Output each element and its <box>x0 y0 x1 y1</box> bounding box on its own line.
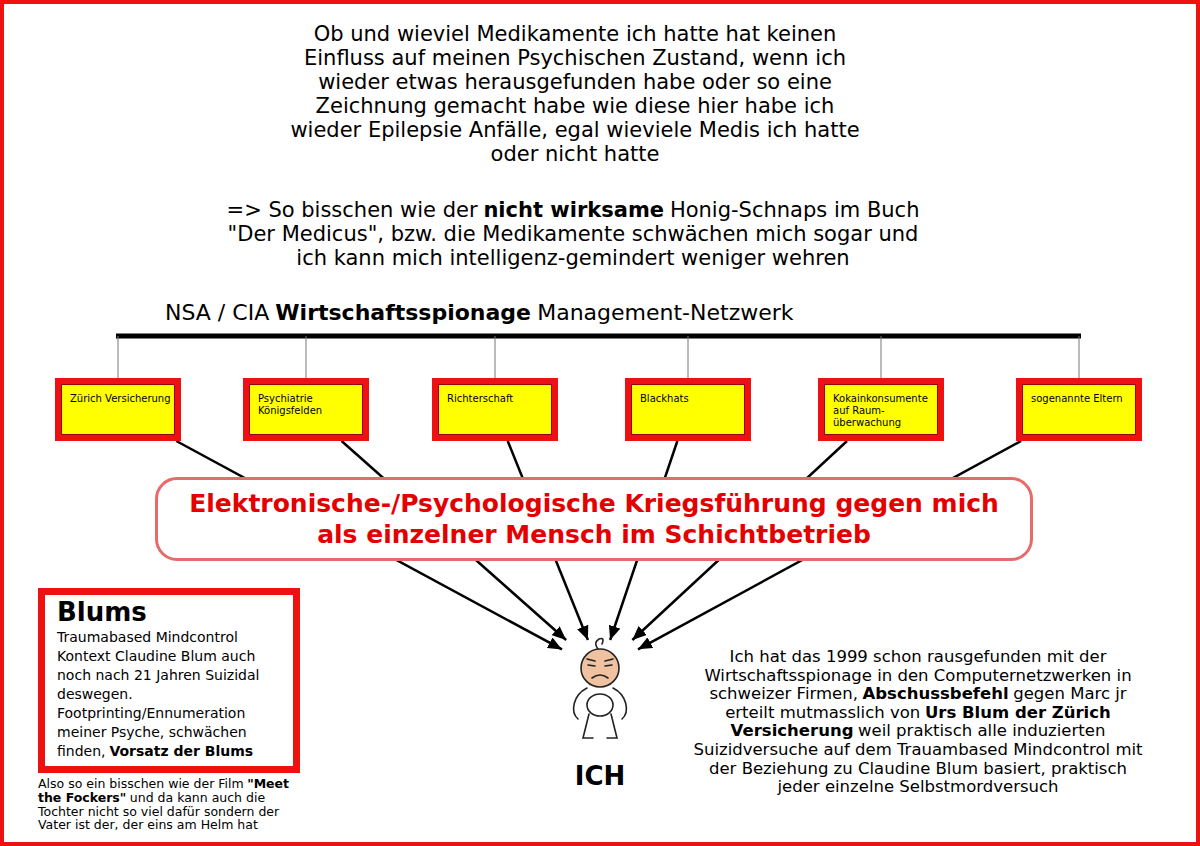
bracket-bar <box>116 334 1081 339</box>
person-figure <box>574 639 627 738</box>
emphasis-text: Abschussbefehl <box>863 684 1009 703</box>
legs <box>583 714 617 738</box>
actor-box: Psychiatrie Königsfelden <box>243 378 369 441</box>
note-text: Management-Netzwerk <box>537 300 793 325</box>
note-paragraph: => So bisschen wie dernicht wirksameHoni… <box>223 198 923 270</box>
head <box>581 649 619 687</box>
actor-box: Richterschaft <box>432 378 558 441</box>
actor-box: Zürich Versicherung <box>55 378 181 441</box>
actor-box: sogenannte Eltern <box>1016 378 1142 441</box>
left-arm <box>574 688 587 719</box>
eyebrows <box>587 659 613 661</box>
bracket-tick <box>1079 336 1080 378</box>
right-arm <box>613 688 626 719</box>
bracket-tick <box>118 336 119 378</box>
eyes <box>588 665 612 666</box>
emphasis-text: Wirtschaftsspionage <box>275 300 531 325</box>
note-text: NSA / CIA <box>165 300 269 325</box>
note-paragraph: Ob und wieviel Medikamente ich hatte hat… <box>280 22 870 166</box>
bracket-tick <box>306 336 307 378</box>
box-heading: Blums <box>57 597 287 627</box>
note-box: BlumsTraumabased Mindcontrol Kontext Cla… <box>38 588 300 773</box>
actor-box: Kokainkonsumente auf Raum-überwachung <box>818 378 944 441</box>
bracket-tick <box>688 336 689 378</box>
actor-box: Blackhats <box>625 378 751 441</box>
warfare-band: Elektronische-/Psychologische Kriegsführ… <box>155 477 1033 561</box>
network-heading: NSA / CIAWirtschaftsspionageManagement-N… <box>165 300 925 326</box>
film-note: Also so ein bisschen wie der Film"Meet t… <box>38 777 306 832</box>
box-body: Traumabased Mindcontrol Kontext Claudine… <box>57 629 259 759</box>
box-label: Psychiatrie Königsfelden <box>258 393 360 417</box>
band-label: Elektronische-/Psychologische Kriegsführ… <box>178 488 1010 550</box>
hair-curl <box>596 639 603 649</box>
bracket-tick <box>495 336 496 378</box>
note-text: Also so ein bisschen wie der Film <box>38 776 244 791</box>
box-label: Kokainkonsumente auf Raum-überwachung <box>833 393 935 429</box>
note-text: Ob und wieviel Medikamente ich hatte hat… <box>290 22 859 166</box>
claim-note: Ich hat das 1999 schon rausgefunden mit … <box>688 648 1148 797</box>
box-label: Richterschaft <box>447 393 549 405</box>
belly <box>587 694 613 716</box>
box-body: Vorsatz der Blums <box>109 743 253 759</box>
mouth <box>592 675 608 678</box>
bracket-tick <box>881 336 882 378</box>
box-label: Blackhats <box>640 393 742 405</box>
person-label: ICH <box>575 762 626 790</box>
person-node: ICH <box>562 640 638 790</box>
box-label: sogenannte Eltern <box>1031 393 1133 405</box>
box-label: Zürich Versicherung <box>70 393 172 405</box>
note-text: => So bisschen wie der <box>227 198 478 222</box>
network-bracket <box>116 336 1081 378</box>
emphasis-text: nicht wirksame <box>483 198 664 222</box>
